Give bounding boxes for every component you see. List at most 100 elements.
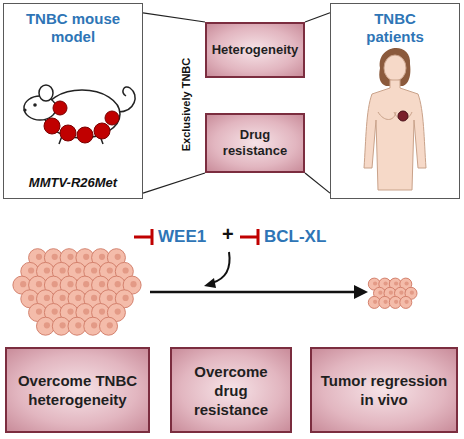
inhibition-symbol	[240, 229, 258, 245]
model-name: MMTV-R26Met	[4, 175, 142, 190]
cell-nucleus	[123, 295, 129, 301]
cell-nucleus	[91, 267, 97, 273]
tumor-cell	[389, 296, 401, 308]
tumor-cell	[76, 304, 94, 322]
finding-box: Heterogeneity	[205, 22, 305, 78]
tumor-cell	[76, 249, 94, 267]
tumor-cell	[60, 276, 78, 294]
finding-box: Overcome TNBC heterogeneity	[5, 347, 150, 433]
finding-box: Drug resistance	[205, 113, 305, 173]
tumor-cell	[100, 290, 118, 308]
patient-illustration	[364, 48, 426, 190]
tumor-cell	[389, 278, 401, 290]
cell-nucleus	[52, 254, 58, 260]
tumor-cell	[13, 276, 31, 294]
curved-arrow	[212, 252, 230, 283]
box-text: Overcome drug resistance	[172, 362, 290, 419]
cell-nucleus	[405, 281, 409, 285]
tumor-cell	[29, 276, 47, 294]
cell-nucleus	[394, 281, 398, 285]
tumor-cell	[60, 304, 78, 322]
mouse-legs	[59, 136, 103, 144]
cell-nucleus	[52, 281, 58, 287]
treatment-arrow	[150, 291, 356, 294]
tumor-cell	[37, 317, 55, 335]
cell-nucleus	[44, 267, 50, 273]
connector-line	[305, 173, 330, 193]
cell-nucleus	[130, 281, 136, 287]
cell-nucleus	[75, 267, 81, 273]
cell-nucleus	[83, 281, 89, 287]
cell-nucleus	[394, 300, 398, 304]
tumor-cell	[107, 276, 125, 294]
box-text: Tumor regression in vivo	[312, 371, 456, 409]
panel-box: TNBC patients	[330, 3, 460, 199]
tumor-cell	[21, 290, 39, 308]
cell-nucleus	[44, 295, 50, 301]
tumor-dot	[44, 118, 60, 134]
finding-box: Tumor regression in vivo	[310, 347, 458, 433]
tumor-cell	[107, 304, 125, 322]
tumor-cell	[29, 249, 47, 267]
tumor-cell	[37, 262, 55, 280]
tumor-cell	[100, 262, 118, 280]
head	[384, 55, 406, 81]
cell-nucleus	[389, 291, 393, 295]
cell-nucleus	[83, 254, 89, 260]
tumor-cell	[84, 317, 102, 335]
cell-nucleus	[83, 309, 89, 315]
cell-nucleus	[67, 281, 73, 287]
breast-tumor	[398, 111, 408, 121]
panel-box: TNBC mouse modelMMTV-R26Met	[3, 3, 143, 199]
tumor-cell	[100, 317, 118, 335]
tumor-cell	[44, 276, 62, 294]
tumor-cell	[60, 249, 78, 267]
cell-nucleus	[67, 254, 73, 260]
small-tumor-illustration	[368, 278, 417, 308]
connector-line	[305, 13, 330, 22]
side-label: Exclusively TNBC	[180, 50, 193, 160]
cell-nucleus	[60, 322, 66, 328]
box-text: Heterogeneity	[208, 42, 303, 58]
mouse-eye	[33, 103, 37, 107]
cell-nucleus	[60, 295, 66, 301]
tumor-cell	[379, 296, 391, 308]
tumor-cell	[115, 290, 133, 308]
finding-box: Overcome drug resistance	[170, 347, 292, 433]
tumor-dot	[77, 127, 93, 143]
tumor-cell	[68, 290, 86, 308]
cell-nucleus	[123, 267, 129, 273]
tumor-cell	[68, 317, 86, 335]
hair	[379, 48, 410, 86]
tumor-cell	[21, 262, 39, 280]
cell-nucleus	[60, 267, 66, 273]
body	[364, 80, 426, 190]
tumor-cell	[92, 276, 110, 294]
cell-nucleus	[20, 281, 26, 287]
cell-nucleus	[384, 300, 388, 304]
tumor-cell	[384, 287, 396, 299]
tumor-dot	[94, 123, 110, 139]
tumor-cell	[76, 276, 94, 294]
tumor-cell	[405, 287, 417, 299]
tumor-cell	[52, 262, 70, 280]
cell-nucleus	[384, 281, 388, 285]
cell-nucleus	[99, 254, 105, 260]
chest-line	[378, 112, 412, 120]
mouse-ear	[39, 85, 53, 101]
tumor-cell	[68, 262, 86, 280]
panel-title: TNBC mouse model	[18, 10, 128, 46]
box-text: Overcome TNBC heterogeneity	[7, 371, 148, 409]
target-label: BCL-XL	[264, 227, 326, 247]
tumor-dot	[53, 101, 67, 115]
cell-nucleus	[91, 295, 97, 301]
tumor-cell	[400, 296, 412, 308]
tumor-cell	[52, 317, 70, 335]
cell-nucleus	[115, 281, 121, 287]
mouse-tail	[118, 87, 135, 112]
connector-line	[143, 173, 205, 193]
mouse-illustration	[23, 85, 135, 144]
tumor-cell	[400, 278, 412, 290]
inhibition-symbol	[134, 229, 152, 245]
